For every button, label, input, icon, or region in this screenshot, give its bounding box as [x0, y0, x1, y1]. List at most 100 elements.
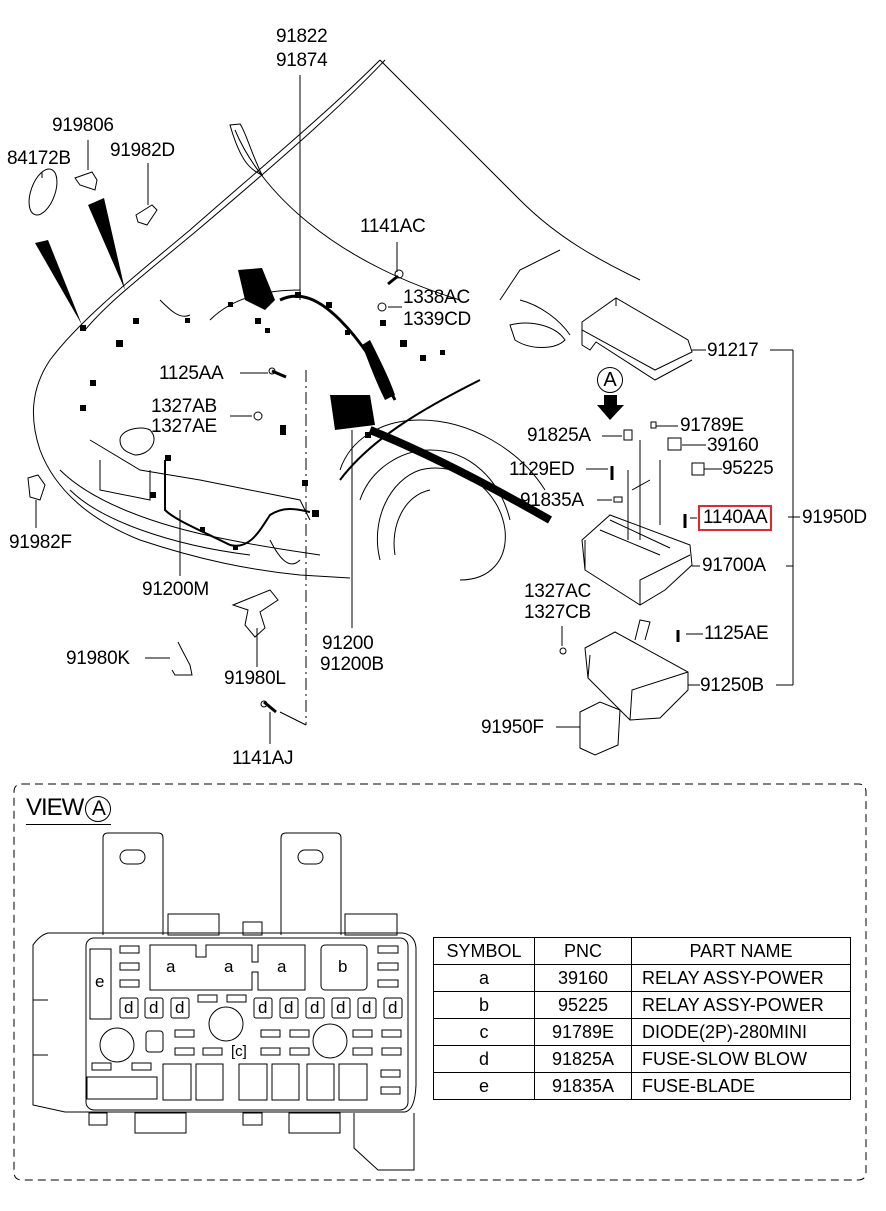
- slot-d-label: d: [388, 998, 398, 1017]
- cell-pnc: 39160: [534, 964, 632, 992]
- header-symbol: SYMBOL: [433, 937, 535, 965]
- cell-part-name: DIODE(2P)-280MINI: [631, 1018, 851, 1046]
- harness-junction: [238, 268, 395, 430]
- callout-91200B: 91200B: [320, 654, 384, 675]
- callout-91982F: 91982F: [9, 532, 72, 553]
- slot-d-label: d: [310, 998, 320, 1017]
- view-arrow: [597, 395, 624, 420]
- callout-91789E: 91789E: [680, 415, 744, 436]
- cell-symbol: e: [433, 1072, 535, 1100]
- fuse-box-upper-91700A: [581, 440, 693, 606]
- callout-1125AA: 1125AA: [159, 363, 224, 384]
- harness-connectors: [80, 292, 445, 550]
- terminal-cover-91950F: [579, 701, 621, 756]
- callout-39160: 39160: [707, 435, 759, 456]
- grommet-84172B: [28, 168, 58, 216]
- callout-1129ED: 1129ED: [509, 459, 575, 480]
- fuse-91825A: [623, 429, 633, 441]
- slot-b-label: b: [338, 957, 348, 976]
- relay-95225: [691, 462, 705, 476]
- fuse-box-top-view: [32, 832, 417, 1171]
- callout-91250B: 91250B: [700, 675, 764, 696]
- callout-1141AC: 1141AC: [360, 216, 426, 237]
- callout-91200M: 91200M: [142, 579, 209, 600]
- view-a-panel: [13, 783, 867, 1181]
- bolt-1141AJ: [260, 700, 277, 714]
- callout-91825A: 91825A: [527, 425, 591, 446]
- table-row: a 39160 RELAY ASSY-POWER: [433, 964, 851, 992]
- slot-d-label: d: [124, 998, 134, 1017]
- leader-lines: [35, 75, 800, 744]
- cell-pnc: 91825A: [534, 1045, 632, 1073]
- slot-d-label: d: [336, 998, 346, 1017]
- callout-91217: 91217: [707, 340, 759, 361]
- cell-part-name: FUSE-SLOW BLOW: [631, 1045, 851, 1073]
- callout-1339CD: 1339CD: [403, 309, 471, 330]
- nut-1327AB: [253, 411, 263, 421]
- diode-91789E: [650, 421, 657, 429]
- slot-a-label-3: a: [277, 957, 287, 976]
- cell-symbol: b: [433, 991, 535, 1019]
- cell-pnc: 91789E: [534, 1018, 632, 1046]
- callout-91950F: 91950F: [481, 717, 544, 738]
- callout-91980L: 91980L: [224, 668, 286, 689]
- cell-part-name: RELAY ASSY-POWER: [631, 991, 851, 1019]
- slot-d-label: d: [175, 998, 185, 1017]
- callout-1327AB: 1327AB: [151, 396, 217, 417]
- slot-c-label: [c]: [231, 1043, 247, 1060]
- callout-1327AE: 1327AE: [151, 416, 217, 437]
- table-row: c 91789E DIODE(2P)-280MINI: [433, 1018, 851, 1046]
- parts-table: SYMBOL PNC PART NAME a 39160 RELAY ASSY-…: [433, 937, 851, 1100]
- callout-91200: 91200: [322, 633, 374, 654]
- bolt-1125AA: [268, 367, 287, 379]
- header-pnc: PNC: [534, 937, 632, 965]
- table-row: e 91835A FUSE-BLADE: [433, 1072, 851, 1100]
- callout-91874: 91874: [276, 50, 328, 71]
- slot-a-label-1: a: [166, 957, 176, 976]
- callout-1125AE: 1125AE: [704, 623, 769, 644]
- callout-91822: 91822: [276, 26, 328, 47]
- callout-91950D: 91950D: [802, 507, 867, 528]
- view-a-title-text: VIEW: [26, 794, 84, 821]
- cell-part-name: RELAY ASSY-POWER: [631, 964, 851, 992]
- fuse-box-lower-91250B: [584, 619, 689, 721]
- bracket-919806: [74, 171, 98, 191]
- callout-91980K: 91980K: [66, 648, 130, 669]
- header-part-name: PART NAME: [631, 937, 851, 965]
- cell-symbol: a: [433, 964, 535, 992]
- callout-1141AJ: 1141AJ: [232, 748, 294, 769]
- slot-d-label: d: [362, 998, 372, 1017]
- callout-91700A: 91700A: [702, 555, 766, 576]
- bracket-91980L: [231, 589, 279, 638]
- parts-table-header: SYMBOL PNC PART NAME: [433, 937, 851, 965]
- callout-84172B: 84172B: [7, 148, 71, 169]
- fuse-box-cover-91217: [581, 297, 693, 381]
- callout-1327AC: 1327AC: [524, 581, 591, 602]
- callout-1327CB: 1327CB: [524, 602, 591, 623]
- clip-91982F: [27, 474, 46, 501]
- bolt-1141AC: [387, 269, 404, 286]
- slot-d-label: d: [284, 998, 294, 1017]
- slot-e-label: e: [95, 972, 105, 991]
- clip-91982D: [135, 204, 158, 226]
- slot-c-letter: c: [235, 1043, 243, 1060]
- slot-d-label: d: [149, 998, 159, 1017]
- cell-symbol: d: [433, 1045, 535, 1073]
- callout-1140AA-highlighted[interactable]: 1140AA: [697, 505, 773, 531]
- callout-91835A: 91835A: [520, 490, 584, 511]
- callout-1338AC: 1338AC: [403, 287, 470, 308]
- pointer-wedges: [35, 198, 125, 325]
- cell-part-name: FUSE-BLADE: [631, 1072, 851, 1100]
- slot-a-label-2: a: [224, 957, 234, 976]
- nut-1338AC: [377, 302, 387, 312]
- view-a-title-marker: A: [85, 796, 112, 822]
- callout-95225: 95225: [722, 458, 774, 479]
- table-row: d 91825A FUSE-SLOW BLOW: [433, 1045, 851, 1073]
- slot-d-label: d: [258, 998, 268, 1017]
- cell-pnc: 95225: [534, 991, 632, 1019]
- cell-pnc: 91835A: [534, 1072, 632, 1100]
- fuse-91835A: [613, 496, 623, 503]
- nut-1327AC: [559, 647, 567, 655]
- relay-39160: [667, 437, 682, 451]
